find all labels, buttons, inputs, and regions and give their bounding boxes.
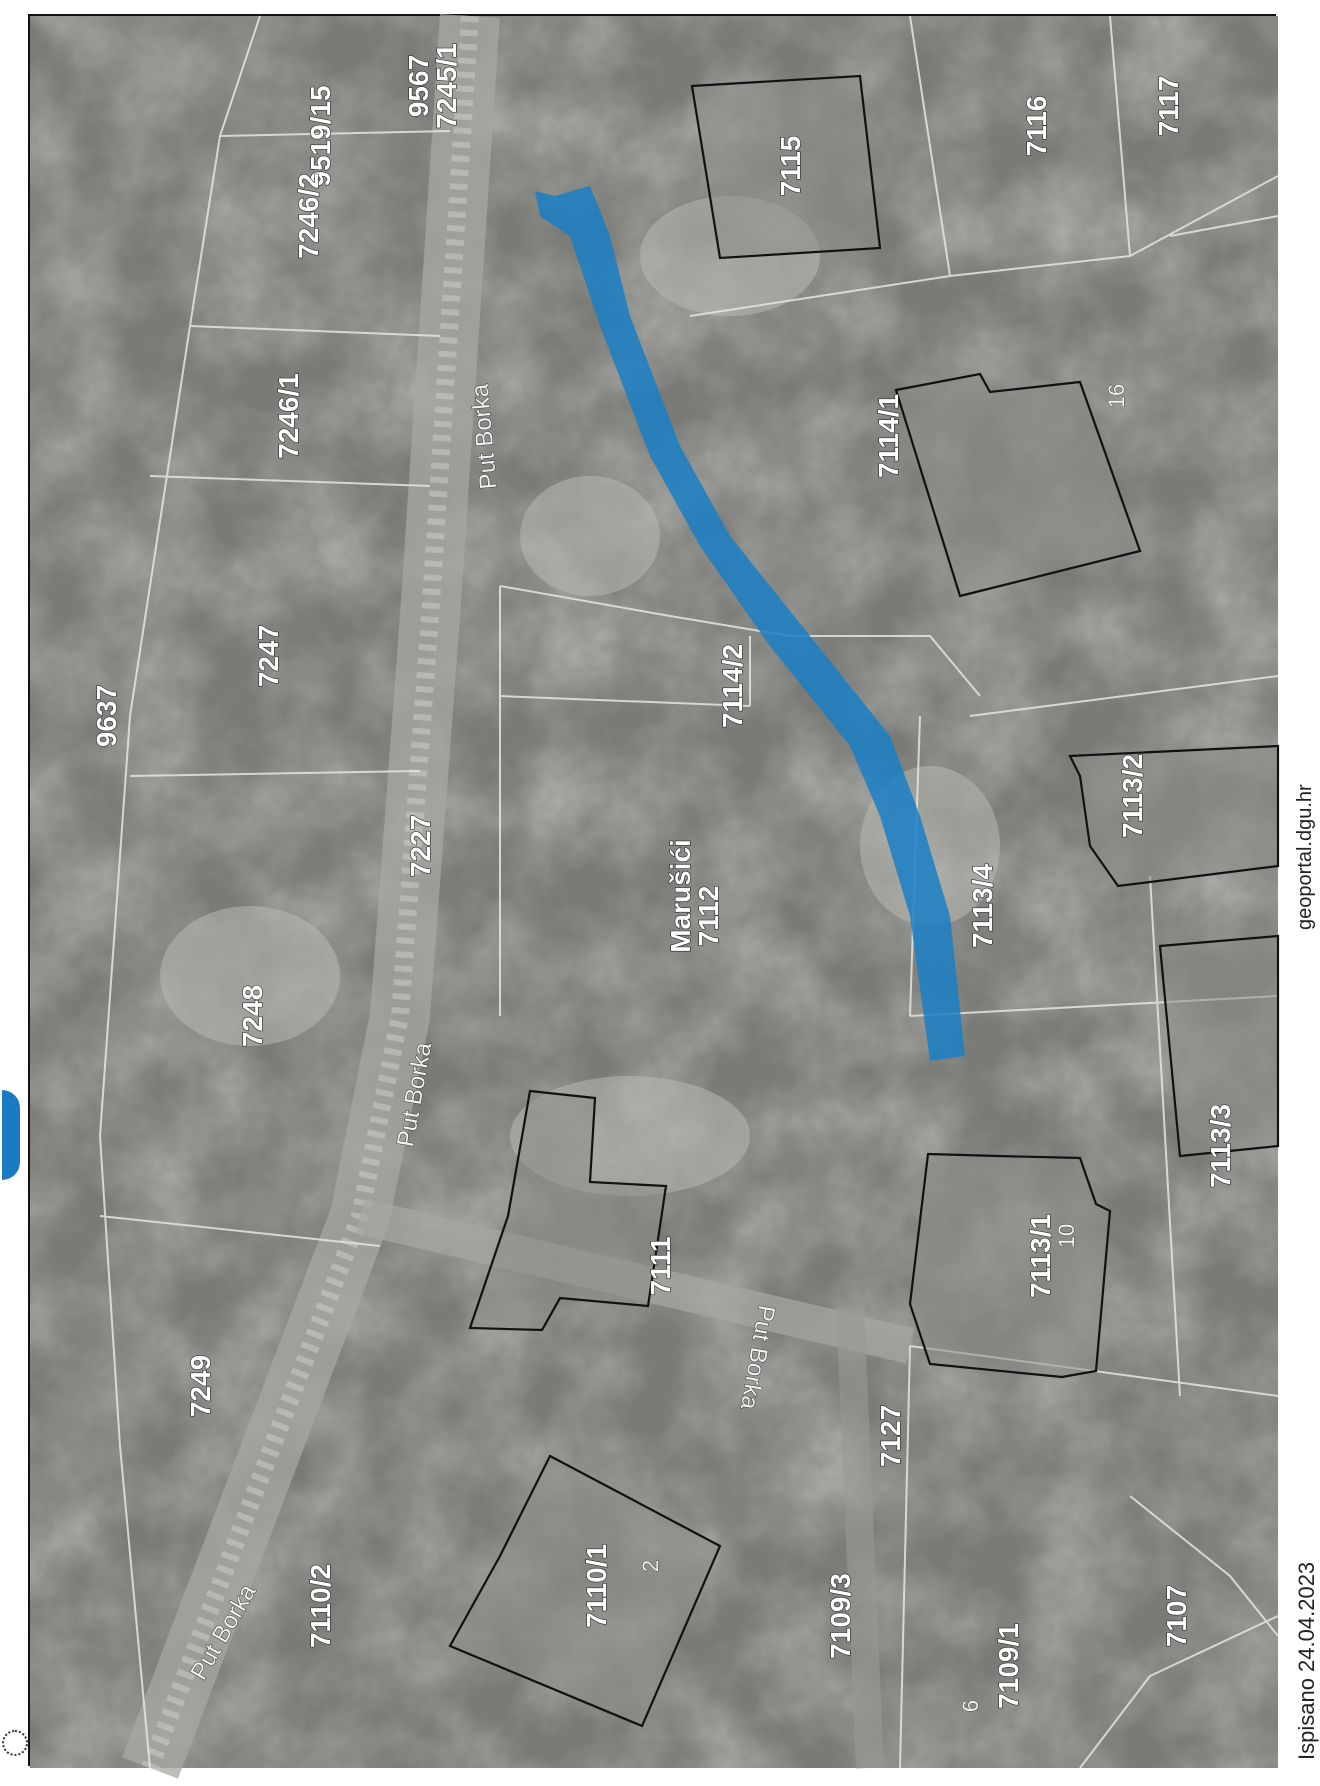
building-7113-1[interactable]: [908, 1152, 1112, 1379]
house-number: 10: [1054, 1224, 1079, 1248]
parcel-label: 7227: [405, 815, 436, 877]
parcel-label: 7109/1: [993, 1623, 1024, 1709]
buildings[interactable]: [448, 74, 1280, 1728]
building-7110-1[interactable]: [448, 1454, 722, 1728]
parcel-label: 7248: [237, 985, 268, 1047]
parcel-label: 9519/15: [305, 85, 336, 186]
parcel-label: 7247: [253, 625, 284, 687]
parcel-label: 7249: [185, 1355, 216, 1417]
parcel-label: 7113/1: [1025, 1214, 1056, 1298]
scan-corner-mark: [2, 1730, 28, 1756]
place-name-label: Marušići: [665, 839, 696, 953]
building-7113-3[interactable]: [1158, 934, 1280, 1158]
print-date-stamp: Ispisano 24.04.2023: [1294, 1561, 1319, 1760]
parcel-label: 7113/4: [967, 864, 998, 949]
parcel-label: 7113/2: [1117, 754, 1148, 838]
building-7113-2[interactable]: [1068, 744, 1280, 888]
parcel-label: 9637: [91, 685, 122, 747]
building-7115[interactable]: [690, 74, 882, 260]
map-canvas[interactable]: 9519/15 9567 7245/1 7246/2 7246/1 7247 9…: [30, 14, 1280, 1779]
parcel-label: 7114/2: [717, 644, 748, 728]
parcel-label: 7109/3: [825, 1573, 856, 1659]
parcel-label: 9567: [403, 55, 434, 117]
building-7114-1[interactable]: [894, 372, 1142, 598]
parcel-labels: 9519/15 9567 7245/1 7246/2 7246/1 7247 9…: [90, 43, 1236, 1710]
parcel-label: 7110/2: [305, 1564, 336, 1648]
parcel-label: 7114/1: [873, 394, 904, 478]
parcel-label: 7246/2: [293, 173, 324, 259]
parcel-label: 7127: [875, 1405, 906, 1467]
parcel-label: 7246/1: [273, 373, 304, 459]
house-number: 16: [1104, 384, 1129, 408]
building-7111[interactable]: [468, 1089, 668, 1332]
house-number: 2: [638, 1560, 663, 1572]
parcel-label: 7107: [1161, 1585, 1192, 1647]
parcel-label: 7116: [1021, 96, 1052, 157]
parcel-label: 7112: [693, 886, 724, 947]
cadastral-map[interactable]: 9519/15 9567 7245/1 7246/2 7246/1 7247 9…: [28, 14, 1280, 1779]
highlighted-route[interactable]: [535, 186, 965, 1061]
house-number: 6: [958, 1700, 983, 1712]
parcel-label: 7111: [645, 1236, 676, 1295]
parcel-label: 7117: [1153, 76, 1184, 137]
parcel-boundaries: [98, 15, 1279, 1769]
house-numbers: 2 6 10 16: [638, 383, 1130, 1712]
parcel-label: 7245/1: [431, 43, 462, 129]
source-credit: geoportal.dgu.hr: [1294, 784, 1316, 930]
parcel-label: 7115: [775, 136, 806, 197]
parcel-label: 7110/1: [581, 1544, 612, 1628]
blue-marker-fragment: [2, 1090, 20, 1180]
parcel-label: 7113/3: [1205, 1104, 1236, 1188]
